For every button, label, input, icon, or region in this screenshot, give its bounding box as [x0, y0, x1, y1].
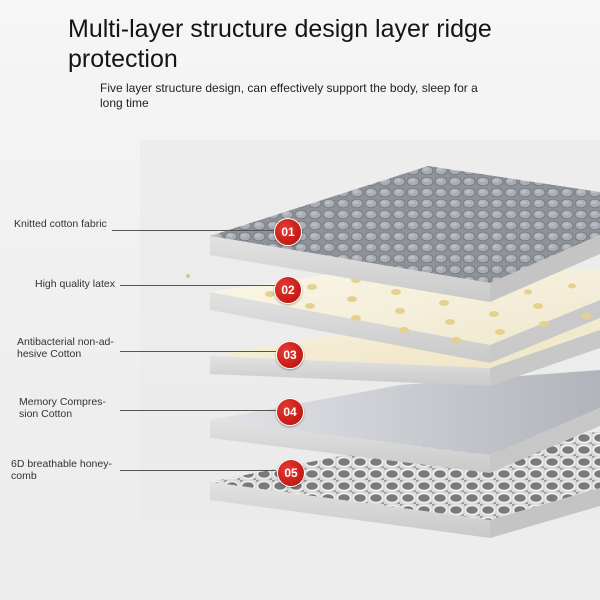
layer-04-badge: 04 [276, 398, 304, 426]
layer-04-leader-line [120, 410, 276, 411]
layer-04-memory-cotton [210, 370, 600, 473]
layer-01-knitted-fabric [210, 166, 600, 302]
page-subtitle: Five layer structure design, can effecti… [100, 81, 478, 110]
layer-02-badge: 02 [274, 276, 302, 304]
layer-03-badge: 03 [276, 341, 304, 369]
decorative-dot [186, 274, 190, 278]
page-title: Multi-layer structure design layer ridge… [68, 15, 492, 73]
layer-03-leader-line [120, 351, 276, 352]
layer-05-badge: 05 [277, 459, 305, 487]
layer-04-label: Memory Compres-sion Cotton [19, 396, 106, 420]
layer-02-leader-line [120, 285, 276, 286]
layer-05-label: 6D breathable honey-comb [11, 458, 112, 482]
layer-03-label: Antibacterial non-ad-hesive Cotton [17, 336, 114, 360]
layer-02-label: High quality latex [35, 278, 115, 290]
layer-01-label: Knitted cotton fabric [14, 218, 107, 230]
layer-01-leader-line [112, 230, 282, 231]
layer-01-badge: 01 [274, 218, 302, 246]
layer-05-leader-line [120, 470, 276, 471]
